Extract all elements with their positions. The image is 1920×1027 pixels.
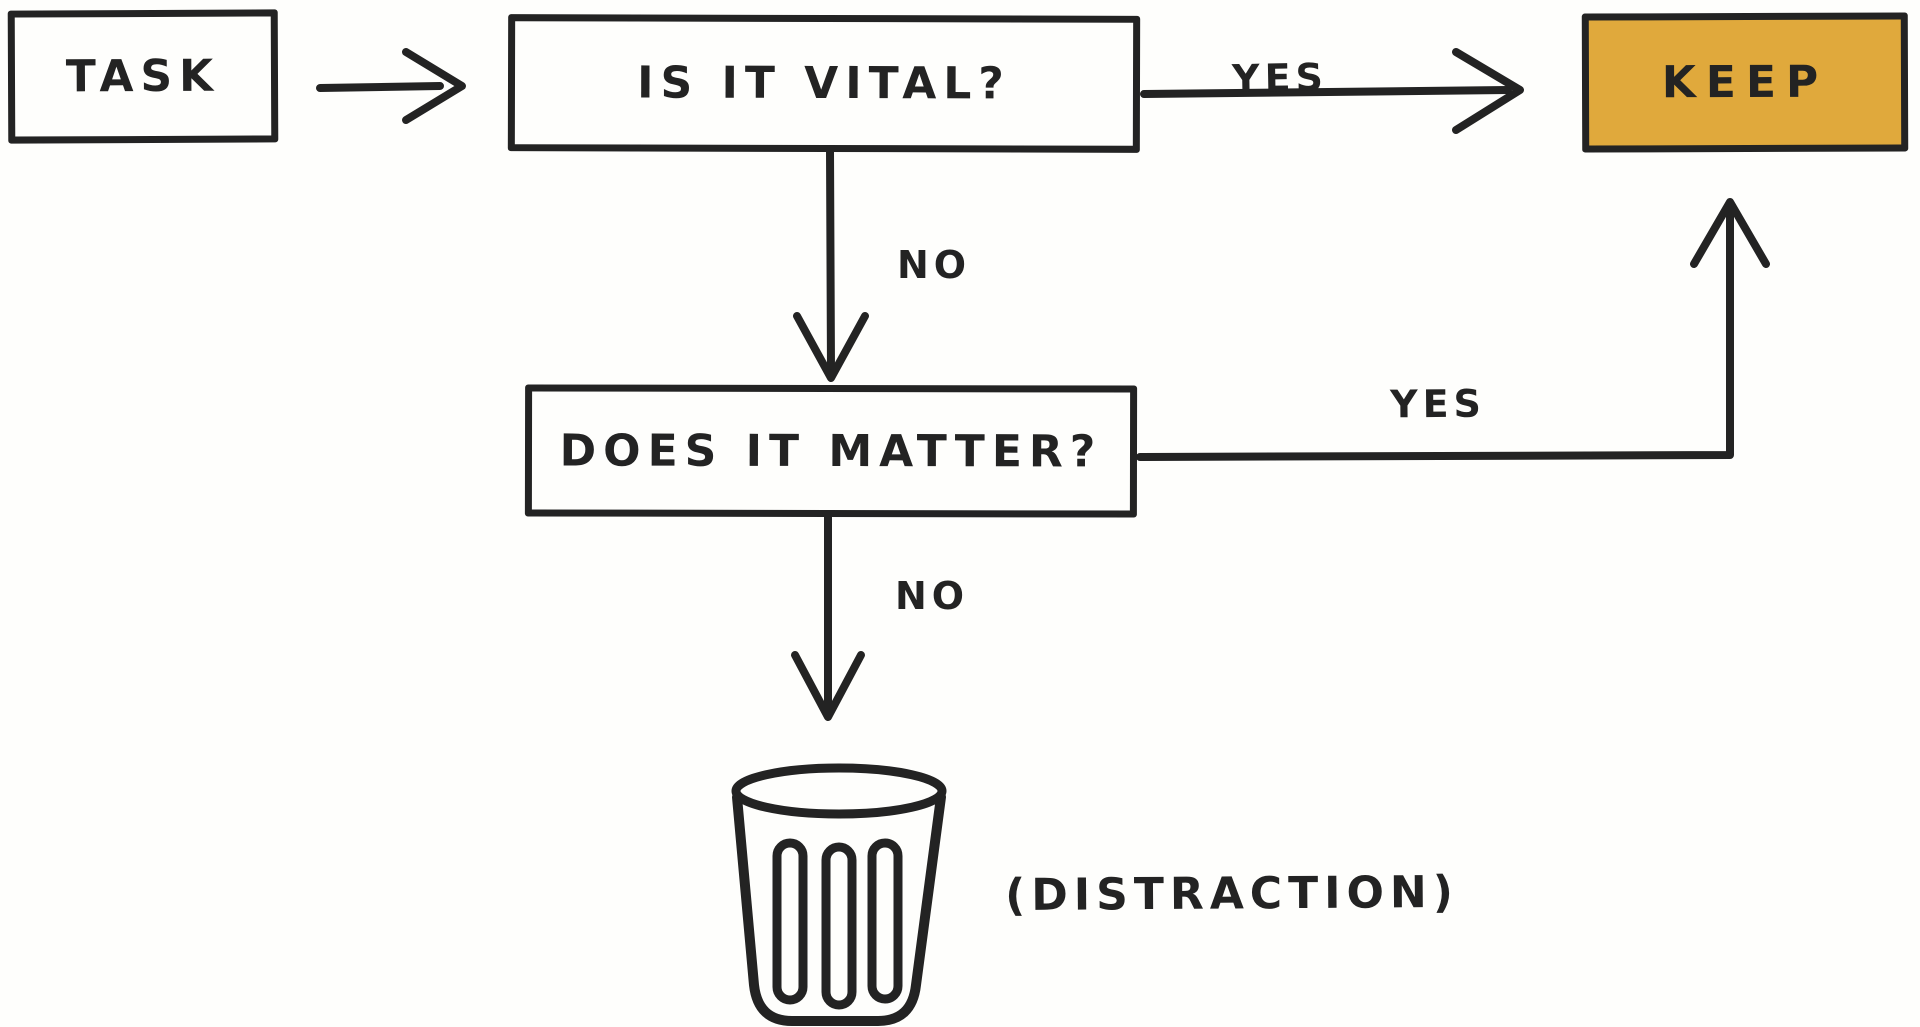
edge-label-no-matter-trash: NO bbox=[894, 574, 970, 618]
node-task: TASK bbox=[7, 9, 279, 144]
edge-vital-to-matter-arrow bbox=[793, 146, 869, 382]
edge-task-to-vital-arrow bbox=[316, 48, 466, 124]
node-is-it-vital: IS IT VITAL? bbox=[507, 14, 1141, 153]
edge-label-yes-vital-keep: YES bbox=[1231, 55, 1329, 101]
trash-can-icon bbox=[731, 763, 947, 1026]
edge-label-yes-matter-keep: YES bbox=[1389, 381, 1487, 427]
edge-matter-to-keep-arrow bbox=[1136, 198, 1770, 461]
distraction-caption: (DISTRACTION) bbox=[1004, 866, 1460, 922]
edge-matter-to-trash-arrow bbox=[791, 513, 865, 721]
edge-label-no-vital-matter: NO bbox=[896, 243, 972, 287]
node-does-it-matter: DOES IT MATTER? bbox=[524, 384, 1138, 518]
edge-vital-to-keep-arrow bbox=[1140, 48, 1524, 134]
node-keep: KEEP bbox=[1581, 12, 1909, 153]
